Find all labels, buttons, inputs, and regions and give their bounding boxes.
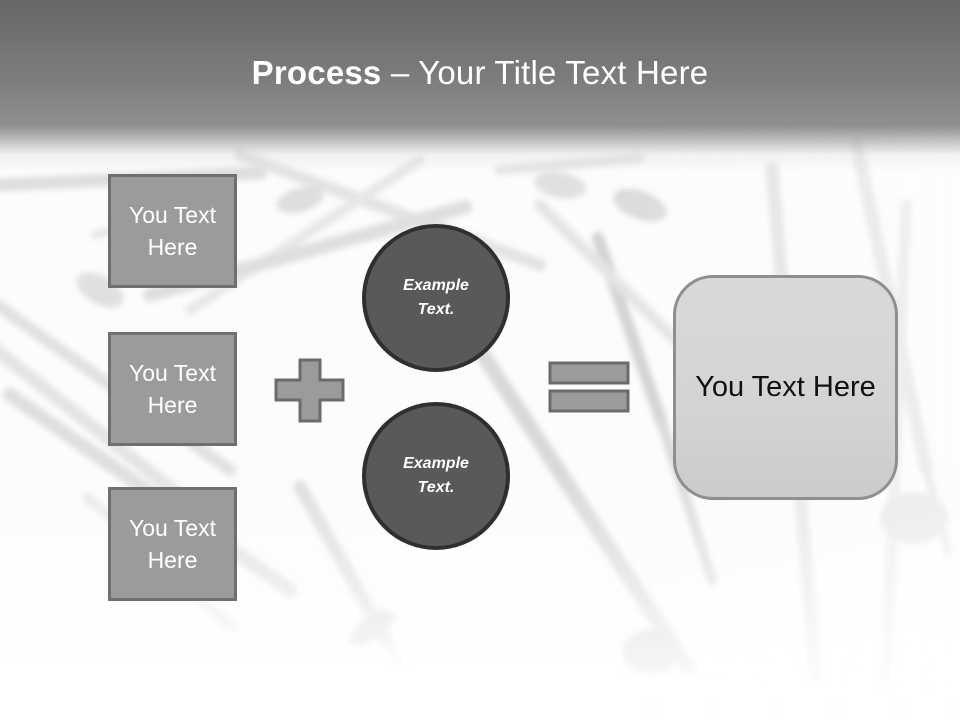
input-box-3-label: You Text Here <box>129 514 216 573</box>
input-box-3[interactable]: You Text Here <box>108 487 237 601</box>
title-subtitle: – Your Title Text Here <box>390 54 709 91</box>
header-gradient-band: Process – Your Title Text Here <box>0 0 960 172</box>
title-keyword: Process <box>251 54 382 91</box>
input-box-2[interactable]: You Text Here <box>108 332 237 446</box>
plus-icon <box>274 358 345 423</box>
example-circle-1-label: Example Text. <box>403 277 469 318</box>
result-box-label: You Text Here <box>695 371 876 404</box>
input-box-1-label: You Text Here <box>129 201 216 260</box>
example-circle-2[interactable]: Example Text. <box>362 402 510 550</box>
result-box[interactable]: You Text Here <box>673 275 898 500</box>
equals-icon <box>548 361 630 413</box>
input-box-1[interactable]: You Text Here <box>108 174 237 288</box>
input-box-2-label: You Text Here <box>129 359 216 418</box>
slide-title[interactable]: Process – Your Title Text Here <box>0 54 960 92</box>
example-circle-2-label: Example Text. <box>403 455 469 496</box>
example-circle-1[interactable]: Example Text. <box>362 224 510 372</box>
